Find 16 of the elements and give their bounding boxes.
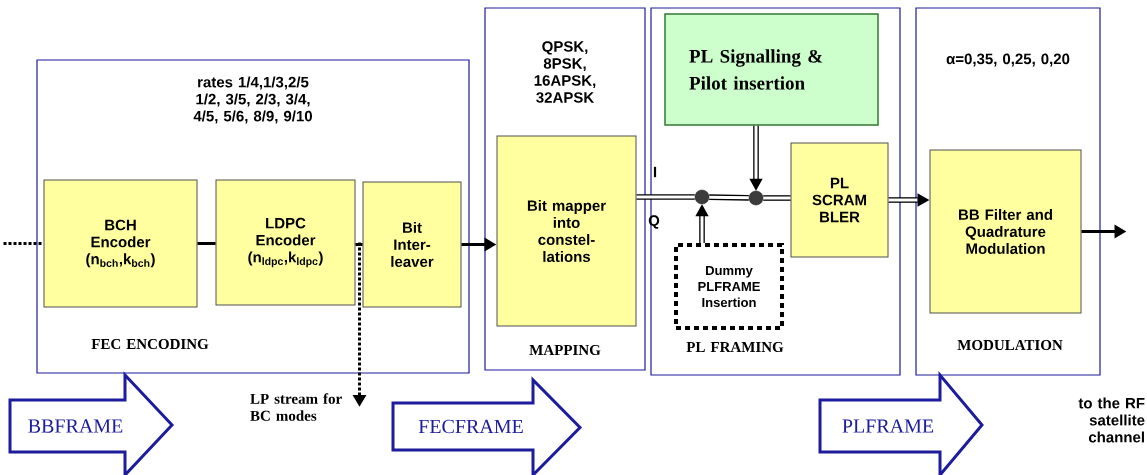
note-text: LP stream for BC modes [250,393,342,421]
label-text: Q [648,215,660,229]
process-box: BCH Encoder (n$_{bch}$,k$_{bch}$) [43,179,198,308]
arrow [749,125,763,191]
arrow [695,204,709,243]
process-box: Dummy PLFRAME Insertion [674,243,784,330]
junction-dot [748,190,764,206]
process-box: Bit Inter- leaver [362,181,462,308]
process-box: Bit mapper into constel- lations [496,135,637,327]
process-box: LDPC Encoder (n$_{ldpc}$,k$_{ldpc}$) [215,179,356,306]
process-box: PL Signalling & Pilot insertion [664,13,879,126]
process-box: BB Filter and Quadrature Modulation [929,149,1082,314]
label-text: I [653,166,657,178]
junction-dot [694,189,710,205]
process-box: PL SCRAM BLER [790,142,889,258]
label-text: to the RF satellite channel [1078,397,1145,443]
